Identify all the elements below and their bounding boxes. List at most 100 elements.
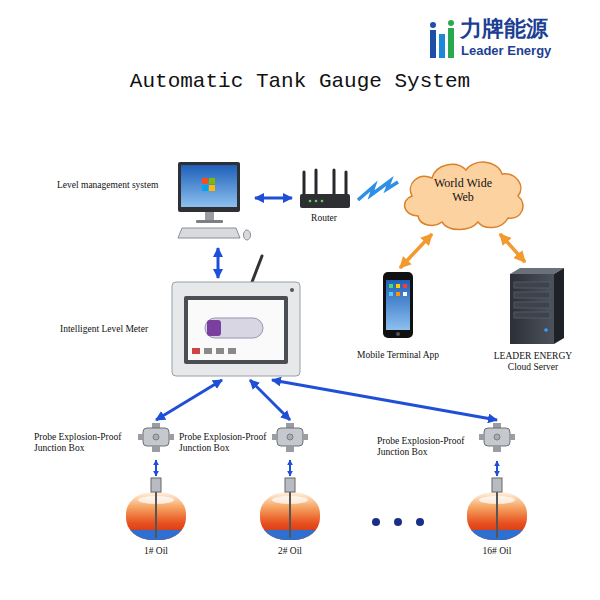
level-meter-node: Intelligent Level Meter (58, 278, 302, 380)
level-meter-illustration-part (228, 348, 236, 354)
junction-box-illustration-part (138, 434, 143, 440)
node-label: LEADER ENERGY Cloud Server (488, 351, 578, 374)
phone-illustration-part (403, 284, 407, 288)
computer-illustration-part (202, 178, 208, 184)
junction-box-illustration-part (152, 446, 160, 452)
phone-node: Mobile Terminal App (340, 268, 458, 364)
server-illustration-part (514, 302, 550, 308)
junction-box-illustration-part (143, 428, 169, 446)
level-meter-illustration-part (252, 256, 262, 282)
level-meter-illustration-part (184, 296, 288, 364)
junction-box-illustration-part (153, 434, 159, 440)
server-illustration-part (514, 312, 550, 318)
router-illustration-part (300, 194, 350, 208)
connector-arrow (250, 380, 290, 420)
label-holder: 力牌能源 (460, 17, 548, 41)
cloud-outline (405, 162, 523, 229)
connector-arrow (156, 380, 222, 420)
server-illustration-part (554, 268, 564, 344)
computer-illustration-part (181, 165, 237, 207)
phone-illustration-part (403, 292, 407, 296)
junction-box-illustration-part (494, 434, 500, 440)
tank-illustration-part (467, 492, 527, 540)
router-illustration (300, 170, 350, 208)
tank-illustration-part (151, 478, 161, 492)
level-meter-illustration-part (192, 348, 200, 354)
computer-illustration (178, 162, 251, 240)
node-label: 2# Oil (252, 546, 328, 557)
phone-illustration-part (396, 284, 400, 288)
router-illustration-part (333, 170, 336, 196)
router-illustration-part (315, 200, 318, 203)
logo-icon-part (430, 30, 436, 58)
server-node: LEADER ENERGY Cloud Server (488, 262, 580, 378)
level-meter-illustration-part (205, 318, 263, 338)
junction-box-node: Probe Explosion-Proof Junction Box (32, 420, 175, 460)
tank-illustration-part (260, 492, 320, 540)
connector-arrow (400, 234, 432, 268)
junction-box-node: Probe Explosion-Proof Junction Box (177, 420, 310, 460)
level-meter-illustration-part (188, 300, 284, 360)
logo-chinese-name: 力牌能源 (460, 17, 548, 41)
connector-arrow (289, 460, 291, 476)
computer-illustration-part (196, 220, 223, 223)
router-illustration-part (303, 172, 306, 196)
tank-node: 16# Oil (459, 476, 537, 560)
connector-arrow (155, 460, 157, 476)
phone-illustration (383, 272, 413, 338)
server-illustration-part (514, 282, 550, 288)
node-label: Router (292, 213, 356, 224)
ellipsis-dots (372, 518, 424, 526)
tank-illustration-part (289, 492, 291, 538)
logo-icon (430, 20, 454, 58)
level-meter-illustration-part (290, 288, 294, 292)
diagram-title: Automatic Tank Gauge System (0, 70, 600, 93)
cloud-node: World Wide Web (398, 156, 528, 234)
ellipsis-dots-part (416, 518, 424, 526)
tank-node: 2# Oil (252, 476, 330, 560)
node-label: 16# Oil (459, 546, 535, 557)
junction-box-illustration-part (484, 428, 510, 446)
node-label: Mobile Terminal App (340, 350, 456, 361)
computer-illustration-part (205, 212, 214, 220)
junction-box-illustration-part (286, 446, 294, 452)
node-label: Level management system (57, 180, 169, 191)
level-meter-illustration-part (216, 348, 224, 354)
logo-icon-part (448, 20, 454, 26)
computer-illustration-part (209, 185, 215, 191)
connector-arrow (255, 197, 292, 200)
server-illustration-part (514, 292, 550, 298)
tank-illustration-part (496, 492, 498, 538)
computer-illustration-part (244, 230, 251, 240)
computer-illustration-part (178, 162, 240, 212)
computer-illustration-part (178, 228, 240, 238)
level-meter-illustration-part (172, 282, 300, 376)
logo-icon-part (448, 28, 454, 58)
tank-illustration (467, 478, 527, 540)
tank-illustration-part (285, 478, 295, 492)
connector-arrow (217, 248, 220, 278)
computer-node: Level management system (55, 158, 255, 248)
router-illustration-part (345, 172, 348, 196)
junction-box-illustration-part (479, 434, 484, 440)
node-label: Probe Explosion-Proof Junction Box (179, 432, 283, 455)
junction-box-illustration-part (493, 446, 501, 452)
logo-icon-part (439, 34, 445, 58)
title-holder: Automatic Tank Gauge System (0, 70, 600, 93)
junction-box-node: Probe Explosion-Proof Junction Box (375, 420, 515, 461)
node-label: Probe Explosion-Proof Junction Box (377, 436, 481, 459)
phone-illustration-part (396, 332, 400, 336)
node-label: Intelligent Level Meter (60, 324, 170, 335)
phone-illustration-part (383, 272, 413, 338)
logo-english-name: Leader Energy (461, 44, 551, 58)
server-illustration-part (510, 274, 554, 344)
wireless-link (358, 181, 398, 200)
router-illustration-part (309, 200, 312, 203)
node-label: 1# Oil (118, 546, 194, 557)
tank-illustration-part (155, 492, 157, 538)
logo-icon-part (430, 22, 436, 28)
tank-illustration-part (492, 478, 502, 492)
junction-box-illustration (138, 423, 174, 452)
